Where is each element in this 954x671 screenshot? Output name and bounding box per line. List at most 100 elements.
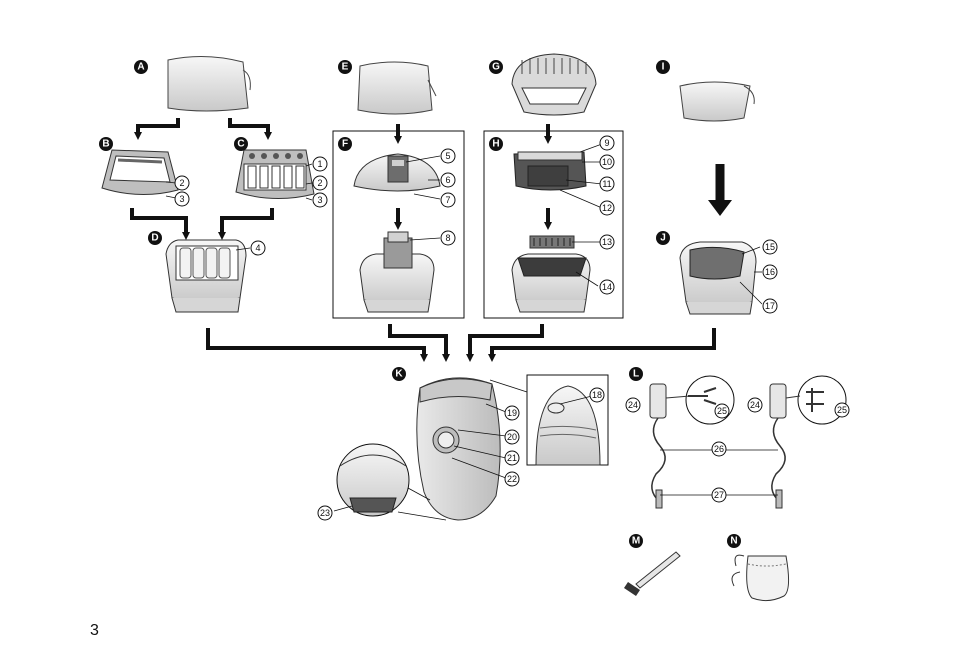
callout-19: 19 bbox=[504, 405, 520, 421]
svg-text:24: 24 bbox=[750, 400, 760, 410]
svg-text:E: E bbox=[342, 62, 349, 73]
svg-text:B: B bbox=[102, 139, 109, 150]
svg-text:J: J bbox=[660, 233, 666, 244]
callout-23: 23 bbox=[317, 505, 333, 521]
callout-11: 11 bbox=[599, 176, 615, 192]
callout-3-c: 3 bbox=[312, 192, 328, 208]
svg-text:4: 4 bbox=[255, 243, 260, 253]
part-i-cap bbox=[679, 81, 755, 122]
svg-text:12: 12 bbox=[602, 203, 612, 213]
callout-14: 14 bbox=[599, 279, 615, 295]
part-h-shaver-head bbox=[513, 151, 587, 191]
callout-25-right: 25 bbox=[834, 402, 850, 418]
label-d: D bbox=[148, 231, 162, 245]
svg-text:9: 9 bbox=[604, 138, 609, 148]
part-c-cap-with-rollers bbox=[235, 149, 315, 200]
svg-text:6: 6 bbox=[445, 175, 450, 185]
part-f-precision-head bbox=[353, 153, 441, 192]
callout-15: 15 bbox=[762, 239, 778, 255]
label-k: K bbox=[392, 367, 406, 381]
label-n: N bbox=[727, 534, 741, 548]
svg-text:D: D bbox=[151, 233, 158, 244]
part-h-body bbox=[511, 235, 591, 313]
label-i: I bbox=[656, 60, 670, 74]
callout-1: 1 bbox=[312, 156, 328, 172]
label-f: F bbox=[338, 137, 352, 151]
arrow-b-to-d bbox=[130, 208, 190, 240]
frame-h bbox=[483, 130, 624, 319]
part-m-cleaning-brush bbox=[624, 551, 681, 596]
svg-text:21: 21 bbox=[507, 453, 517, 463]
svg-text:H: H bbox=[492, 139, 499, 150]
label-c: C bbox=[234, 137, 248, 151]
svg-text:A: A bbox=[137, 62, 144, 73]
svg-text:8: 8 bbox=[445, 233, 450, 243]
part-e-cap bbox=[357, 61, 437, 115]
label-b: B bbox=[99, 137, 113, 151]
svg-text:26: 26 bbox=[714, 444, 724, 454]
callout-2-c: 2 bbox=[312, 175, 328, 191]
callout-10: 10 bbox=[599, 154, 615, 170]
svg-text:24: 24 bbox=[628, 400, 638, 410]
part-k-main-body bbox=[416, 377, 501, 521]
svg-text:19: 19 bbox=[507, 408, 517, 418]
callout-4: 4 bbox=[250, 240, 266, 256]
arrow-c-to-d bbox=[218, 208, 274, 240]
callout-24-left: 24 bbox=[625, 397, 641, 413]
svg-text:C: C bbox=[237, 139, 244, 150]
label-h: H bbox=[489, 137, 503, 151]
callout-3-b: 3 bbox=[174, 191, 190, 207]
part-a-cap bbox=[167, 55, 251, 112]
svg-text:15: 15 bbox=[765, 242, 775, 252]
callout-9: 9 bbox=[599, 135, 615, 151]
part-b-shaver-head bbox=[101, 149, 179, 196]
svg-text:F: F bbox=[342, 139, 348, 150]
svg-text:11: 11 bbox=[602, 179, 611, 189]
part-d-epilating-head bbox=[165, 239, 247, 313]
svg-text:5: 5 bbox=[445, 151, 450, 161]
svg-text:M: M bbox=[632, 536, 640, 547]
svg-text:20: 20 bbox=[507, 432, 517, 442]
callout-7: 7 bbox=[440, 192, 456, 208]
svg-text:27: 27 bbox=[714, 490, 724, 500]
svg-text:17: 17 bbox=[765, 301, 775, 311]
part-g-comb-cap bbox=[511, 53, 597, 116]
svg-text:3: 3 bbox=[317, 195, 322, 205]
svg-text:10: 10 bbox=[602, 157, 612, 167]
part-n-pouch bbox=[731, 554, 790, 602]
label-e: E bbox=[338, 60, 352, 74]
svg-text:18: 18 bbox=[592, 390, 602, 400]
callout-26: 26 bbox=[711, 441, 727, 457]
svg-text:G: G bbox=[492, 62, 500, 73]
svg-text:7: 7 bbox=[445, 195, 450, 205]
part-j-body bbox=[679, 241, 757, 315]
part-f-body bbox=[359, 231, 435, 313]
callout-18: 18 bbox=[589, 387, 605, 403]
svg-text:16: 16 bbox=[765, 267, 775, 277]
callout-17: 17 bbox=[762, 298, 778, 314]
svg-text:1: 1 bbox=[317, 159, 322, 169]
callout-5: 5 bbox=[440, 148, 456, 164]
svg-text:3: 3 bbox=[179, 194, 184, 204]
label-a: A bbox=[134, 60, 148, 74]
label-j: J bbox=[656, 231, 670, 245]
svg-text:N: N bbox=[730, 536, 737, 547]
callout-6: 6 bbox=[440, 172, 456, 188]
svg-text:23: 23 bbox=[320, 508, 330, 518]
arrow-f-to-k bbox=[388, 324, 450, 362]
arrow-a-to-b bbox=[134, 118, 180, 140]
callout-21: 21 bbox=[504, 450, 520, 466]
callout-24-right: 24 bbox=[747, 397, 763, 413]
svg-text:14: 14 bbox=[602, 282, 612, 292]
svg-text:22: 22 bbox=[507, 474, 517, 484]
label-m: M bbox=[629, 534, 643, 548]
svg-text:2: 2 bbox=[179, 178, 184, 188]
callout-12: 12 bbox=[599, 200, 615, 216]
callout-22: 22 bbox=[504, 471, 520, 487]
arrow-d-to-k bbox=[206, 328, 428, 362]
svg-text:I: I bbox=[662, 62, 665, 73]
callout-25-left: 25 bbox=[714, 403, 730, 419]
svg-text:L: L bbox=[633, 369, 639, 380]
svg-text:K: K bbox=[395, 369, 403, 380]
svg-text:25: 25 bbox=[717, 406, 727, 416]
